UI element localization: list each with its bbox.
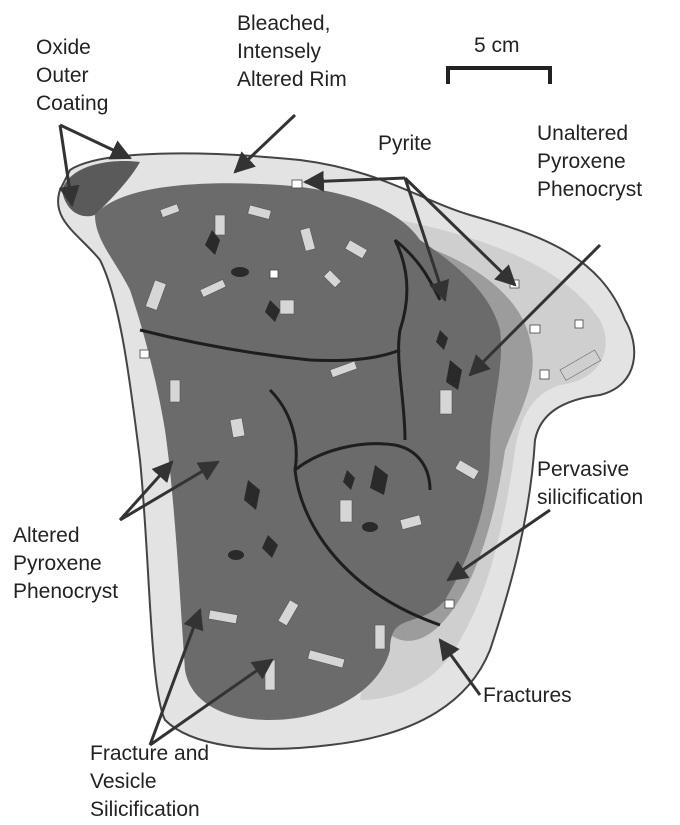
label-bleached-rim: Bleached, Intensely Altered Rim <box>237 10 347 94</box>
phenocryst <box>215 215 225 235</box>
pyrite-grain <box>530 325 540 333</box>
label-fractures: Fractures <box>483 682 572 710</box>
pyrite-grain <box>270 270 278 278</box>
label-scale: 5 cm <box>474 34 520 58</box>
pyrite-grain <box>575 320 583 328</box>
label-pervasive-silicification: Pervasive silicification <box>537 456 643 512</box>
pyrite-grain <box>540 370 549 379</box>
phenocryst <box>375 625 385 649</box>
arrow-oxide-2 <box>60 125 130 158</box>
pyrite-grain <box>292 180 302 188</box>
label-unaltered-pyroxene: Unaltered Pyroxene Phenocryst <box>537 120 642 204</box>
phenocryst-dark <box>231 267 249 277</box>
pyrite-grain <box>140 350 149 358</box>
label-pyrite: Pyrite <box>378 130 432 158</box>
label-fracture-vesicle-silicification: Fracture and Vesicle Silicification <box>90 740 209 824</box>
phenocryst <box>340 500 352 522</box>
phenocryst-dark <box>362 522 378 532</box>
phenocryst <box>280 300 294 314</box>
label-altered-pyroxene: Altered Pyroxene Phenocryst <box>13 522 118 606</box>
pyrite-grain <box>445 600 454 608</box>
phenocryst <box>440 390 452 414</box>
phenocryst-dark <box>228 550 244 560</box>
phenocryst <box>170 380 180 402</box>
scale-bar <box>448 68 550 84</box>
label-oxide-outer-coating: Oxide Outer Coating <box>36 34 108 118</box>
